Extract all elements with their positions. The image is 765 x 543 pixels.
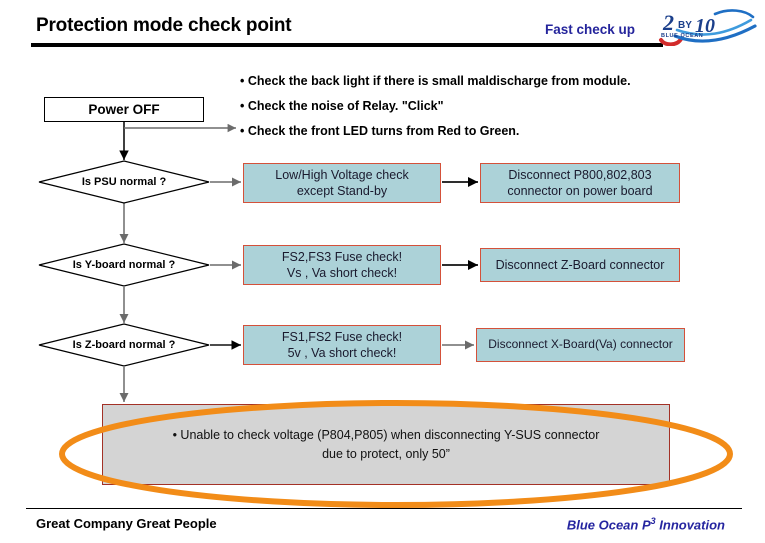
list-item: • Check the noise of Relay. "Click" <box>240 99 444 113</box>
action-line-2: Vs , Va short check! <box>286 266 398 280</box>
result-box-disconnect-z-board[interactable]: Disconnect Z-Board connector <box>480 248 680 282</box>
footer-divider-rule <box>26 508 742 510</box>
page-title: Protection mode check point <box>36 15 292 36</box>
footer-tagline-right: Blue Ocean P3 Innovation <box>567 516 725 532</box>
footer-right-prefix: Blue Ocean P <box>566 517 651 533</box>
fast-check-up-label: Fast check up <box>545 22 636 37</box>
action-line-2: 5v , Va short check! <box>287 346 397 360</box>
svg-text:BY: BY <box>678 20 692 31</box>
check-notes-list: • Check the back light if there is small… <box>240 74 660 149</box>
warning-line-2: due to protect, only 50” <box>322 446 450 461</box>
list-item: • Check the back light if there is small… <box>240 74 631 88</box>
process-box-power-off[interactable]: Power OFF <box>44 97 204 122</box>
action-line-1: FS2,FS3 Fuse check! <box>281 249 403 264</box>
footer-right-suffix: Innovation <box>655 517 725 533</box>
decision-is-z-board-normal[interactable]: Is Z-board normal ? <box>38 323 210 367</box>
action-box-fs2-fs3-fuse-check[interactable]: FS2,FS3 Fuse check! Vs , Va short check! <box>243 245 441 285</box>
decision-is-y-board-normal[interactable]: Is Y-board normal ? <box>38 243 210 287</box>
list-item: • Check the front LED turns from Red to … <box>240 124 520 138</box>
svg-text:10: 10 <box>695 15 715 37</box>
svg-text:BLUE OCEAN: BLUE OCEAN <box>661 33 703 39</box>
header-divider-rule <box>31 43 663 47</box>
footer-right-superscript: 3 <box>650 516 656 526</box>
decision-is-psu-normal[interactable]: Is PSU normal ? <box>38 160 210 204</box>
footer-tagline-left: Great Company Great People <box>36 516 217 531</box>
warning-line-1: • Unable to check voltage (P804,P805) wh… <box>172 428 600 443</box>
result-box-disconnect-x-board[interactable]: Disconnect X-Board(Va) connector <box>476 328 685 362</box>
process-box-label: Power OFF <box>88 102 160 117</box>
result-box-disconnect-power-board[interactable]: Disconnect P800,802,803 connector on pow… <box>480 163 680 203</box>
result-line-1: Disconnect P800,802,803 <box>508 167 652 182</box>
result-line-1: Disconnect Z-Board connector <box>495 257 665 272</box>
blue-ocean-2by10-logo: 2 BY 10 BLUE OCEAN <box>655 6 759 47</box>
action-box-voltage-check[interactable]: Low/High Voltage check except Stand-by <box>243 163 441 203</box>
result-line-2: connector on power board <box>507 184 653 198</box>
action-line-1: FS1,FS2 Fuse check! <box>281 329 403 344</box>
result-line-1: Disconnect X-Board(Va) connector <box>488 337 673 352</box>
action-line-1: Low/High Voltage check <box>275 167 409 182</box>
action-line-2: except Stand-by <box>296 184 388 198</box>
svg-text:2: 2 <box>662 10 674 35</box>
action-box-fs1-fs2-fuse-check[interactable]: FS1,FS2 Fuse check! 5v , Va short check! <box>243 325 441 365</box>
warning-callout-box: • Unable to check voltage (P804,P805) wh… <box>102 404 670 485</box>
